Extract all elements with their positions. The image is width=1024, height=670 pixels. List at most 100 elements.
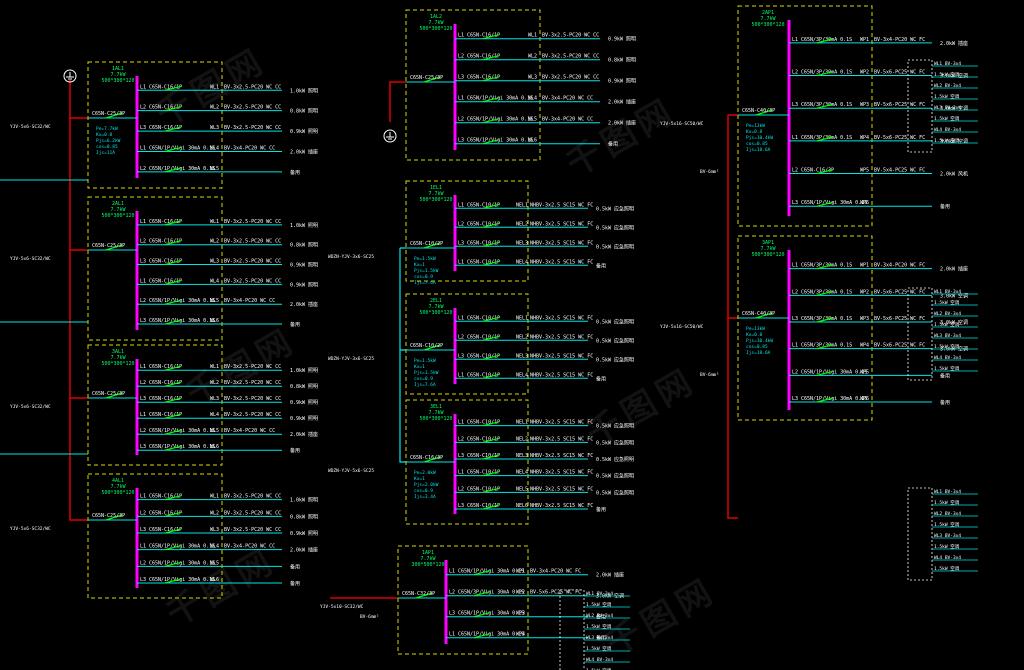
breaker-symbol (816, 38, 834, 44)
circuit-load: 3.0kW 空调 (940, 73, 968, 80)
breaker-symbol (816, 370, 834, 376)
breaker-symbol (482, 454, 500, 460)
phase-label: L1 (140, 494, 146, 500)
ac-line-label: WL1 BV-3x4 (934, 289, 961, 295)
circuit-cable: NHBV-3x2.5 SC15 WC FC (530, 353, 593, 359)
breaker-symbol (482, 203, 500, 209)
circuit-breaker-label: C65N/1P/Vigi 30mA 0.1S (801, 396, 867, 402)
panel-2EL1: 2EL17.7kW500*300*120C65N-C10/2PWDZN-YJV-… (328, 293, 634, 395)
circuit-load: 备用 (596, 614, 606, 621)
breaker-symbol (482, 241, 500, 247)
phase-label: L3 (792, 316, 798, 322)
calc-note: Pjs=2.0kW (414, 482, 439, 488)
circuit-breaker-label: C65N/1P/Vigi 30mA 0.1S (149, 298, 215, 304)
circuit-cable: BV-3x2.5-PC20 WC CC (224, 380, 281, 386)
phase-label: L2 (792, 70, 798, 76)
calc-note: Ijs=18.6A (746, 147, 771, 153)
circuit-cable: NHBV-3x2.5 SC15 WC FC (530, 503, 593, 509)
ac-line-label: WL3 BV-3x4 (934, 533, 961, 539)
phase-label: L2 (140, 239, 146, 245)
breaker-symbol (816, 397, 834, 403)
circuit-number: WP3 (860, 102, 869, 108)
ac-box-border (559, 589, 585, 670)
circuit-cable: BV-3x2.5-PC20 WC CC (224, 364, 281, 370)
incoming-cable-label: WDZN-YJV-3x6-SC25 (328, 254, 374, 260)
circuit-load: 备用 (290, 447, 300, 454)
circuit-breaker-label: C65N-C16/1P (149, 527, 182, 533)
calc-note: Pe=13kW (746, 326, 765, 332)
circuit-load: 0.5kW 应急照明 (596, 439, 634, 446)
breaker-symbol (164, 146, 182, 153)
panel-header-text: 7.7kW (428, 20, 444, 26)
phase-label: L1 (458, 33, 464, 39)
circuit-load: 2.0kW 插座 (290, 431, 318, 438)
ac-line-label: 1.5kW 空调 (934, 71, 960, 78)
phase-label: L3 (792, 200, 798, 206)
panel-header-text: 2AP1 (762, 10, 774, 16)
phase-label: L2 (140, 428, 146, 434)
circuit-load: 2.0kW 插座 (290, 301, 318, 308)
phase-label: L1 (458, 259, 464, 265)
circuit-cable: NHBV-3x2.5 SC15 WC FC (530, 453, 593, 459)
circuit-number: WP2 (516, 590, 525, 596)
breaker-symbol (482, 421, 500, 427)
circuit-breaker-label: C65N-C10/1P (467, 353, 500, 359)
circuit-load: 0.5kW 应急照明 (596, 318, 634, 325)
panel-border (87, 61, 223, 189)
main-feeder-line (69, 80, 88, 119)
panel-header-text: 7.7kW (110, 355, 126, 361)
breaker-symbol (816, 344, 834, 350)
breaker-symbol (105, 392, 123, 399)
ground-lines (66, 72, 74, 80)
incoming-breaker-label: C65N-C25/3P (92, 513, 125, 519)
incoming-breaker-label: C65N-C16/3P (410, 455, 443, 461)
phase-label: L1 (449, 569, 455, 575)
circuit-number: WL4 (210, 412, 219, 418)
circuit-cable: NHBV-3x2.5 SC15 WC FC (530, 240, 593, 246)
panel-1EL1: 1EL17.7kW500*300*120C65N-C10/2PWDZN-YJV-… (328, 180, 634, 286)
calc-note: Ijs=3.4A (414, 494, 436, 500)
phase-label: L2 (458, 486, 464, 492)
circuit-cable: BV-3x2.5-PC20 WC CC (224, 527, 281, 533)
circuit-breaker-label: C65N/1P/Vigi 30mA 0.1S (149, 560, 215, 566)
phase-label: L1 (140, 84, 146, 90)
panel-border (405, 180, 529, 282)
ac-line-label: 1.5kW 空调 (934, 299, 960, 306)
incoming-breaker-label: C65N-C25/3P (410, 75, 443, 81)
circuit-cable: BV-3x2.5-PC20 WC CC (224, 259, 281, 265)
panel-header-text: 500*300*120 (419, 197, 452, 203)
circuit-number: WL4 (528, 96, 537, 102)
circuit-load: 0.9kW 照明 (290, 263, 318, 269)
breaker-symbol (816, 201, 834, 207)
calc-note: cos=0.9 (414, 488, 433, 494)
panel-header-text: 500*300*120 (419, 310, 452, 316)
circuit-load: 备用 (940, 399, 950, 406)
circuit-number: WP4 (516, 632, 525, 638)
breaker-symbol (423, 344, 441, 351)
ac-line-label: WL1 BV-3x4 (586, 591, 613, 597)
ground-lines (386, 132, 394, 140)
circuit-number: WL5 (210, 428, 219, 434)
breaker-symbol (164, 126, 182, 132)
breaker-symbol (164, 561, 182, 567)
panel-header-text: 7.7kW (428, 304, 444, 310)
circuit-breaker-label: C65N/1P/Vigi 30mA 0.1S (149, 577, 215, 583)
circuit-load: 3.0kW 空调 (940, 292, 968, 299)
calc-note: Pe=1.5kW (414, 256, 436, 262)
calc-note: Kx=0.8 (746, 332, 763, 338)
breaker-symbol (164, 429, 182, 435)
phase-label: L2 (458, 54, 464, 60)
phase-label: L3 (140, 444, 146, 450)
circuit-load: 备用 (596, 635, 606, 642)
